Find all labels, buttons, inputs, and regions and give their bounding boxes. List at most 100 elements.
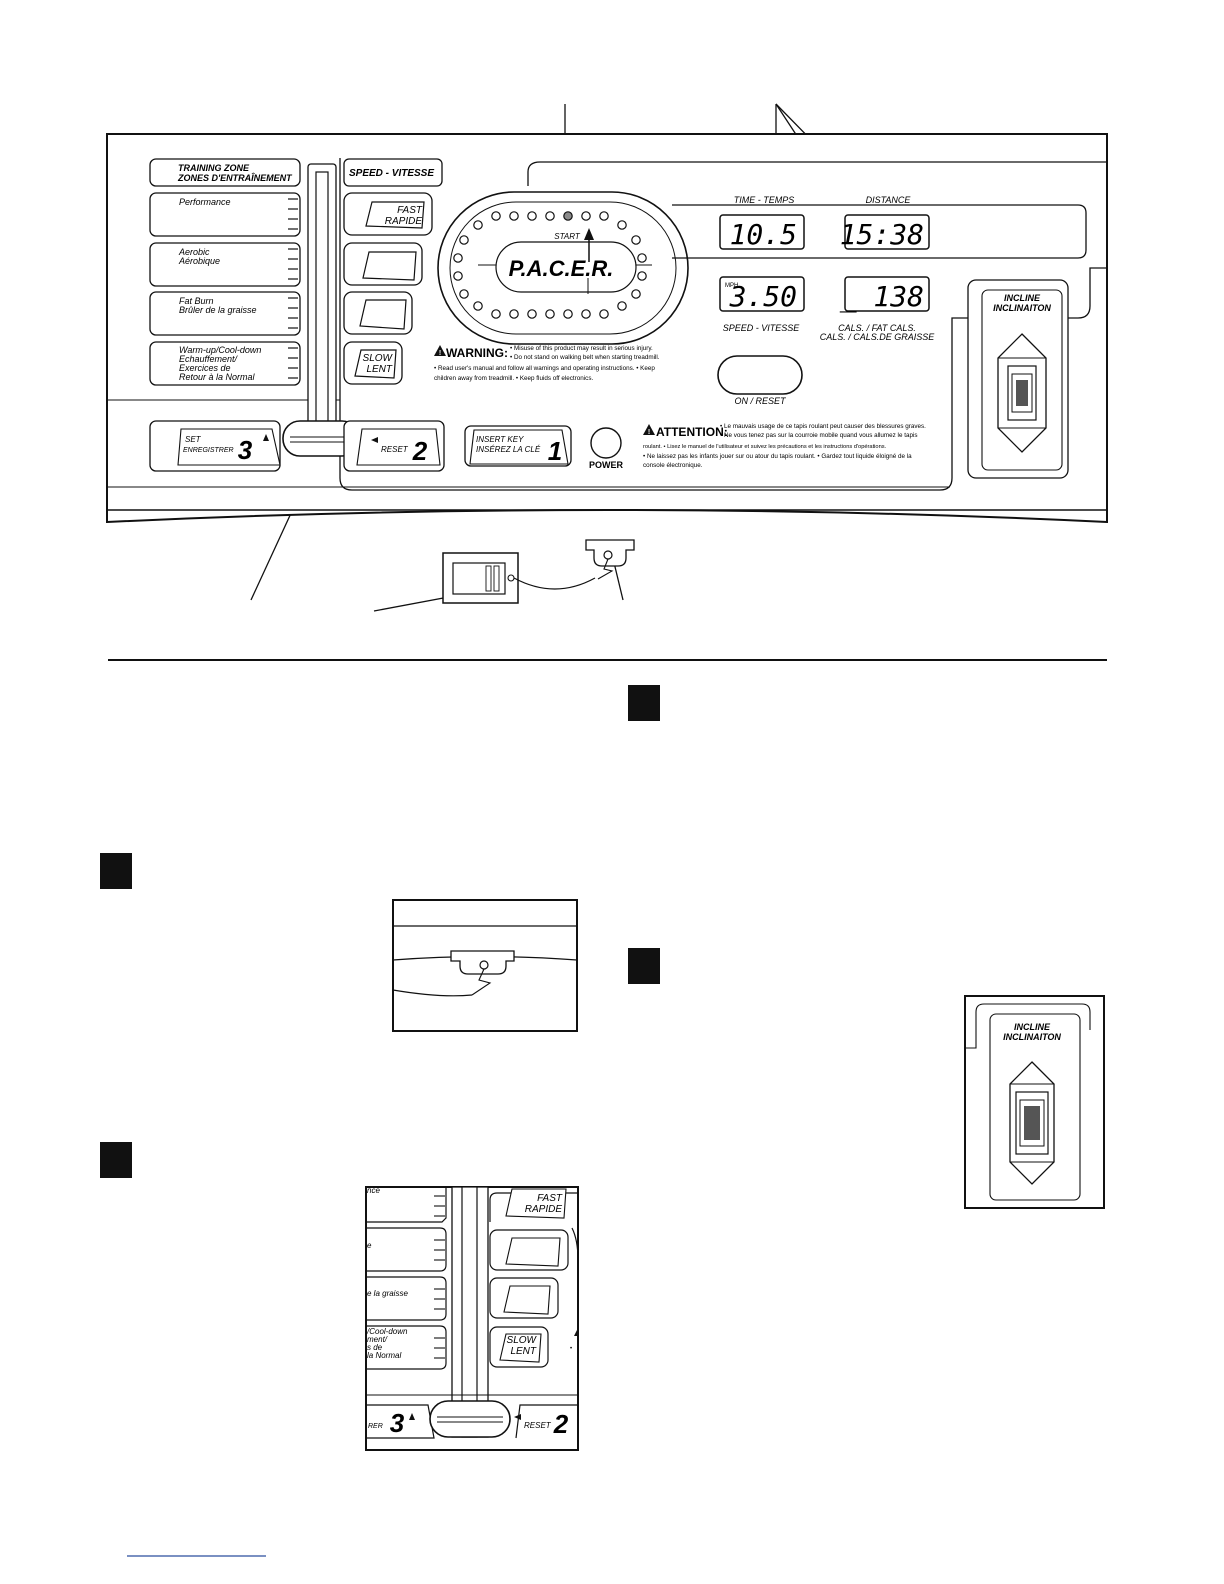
svg-text:3: 3 bbox=[238, 435, 253, 465]
svg-text:children away from treadmill.: children away from treadmill. • Keep flu… bbox=[434, 375, 593, 382]
pacer-lamp bbox=[545, 211, 555, 221]
svg-text:LENT: LENT bbox=[366, 364, 392, 375]
svg-text:1: 1 bbox=[548, 436, 562, 466]
pacer-lamps bbox=[453, 211, 647, 319]
svg-text:ENREGISTRER: ENREGISTRER bbox=[183, 447, 234, 454]
svg-text:LENT: LENT bbox=[510, 1346, 536, 1357]
power-indicator: POWER bbox=[589, 427, 624, 470]
svg-text:INSÉREZ LA CLÉ: INSÉREZ LA CLÉ bbox=[476, 445, 541, 454]
speed-slow-button[interactable]: SLOW LENT bbox=[343, 341, 403, 385]
pacer-lamp bbox=[459, 235, 469, 245]
inset-slider-knob bbox=[429, 1400, 511, 1438]
svg-text:• Misuse of this product may r: • Misuse of this product may result in s… bbox=[510, 345, 653, 352]
svg-text:_ 138: _ 138 bbox=[840, 280, 924, 314]
pacer-lamp bbox=[617, 220, 627, 230]
time-display: 10.5 bbox=[719, 214, 805, 251]
pacer-lamp bbox=[545, 309, 555, 319]
pacer-lamp bbox=[563, 309, 573, 319]
attention-block: ! ATTENTION: • Le mauvais usage de ce ta… bbox=[643, 423, 926, 469]
pacer-lamp bbox=[599, 211, 609, 221]
svg-text:• Le mauvais usage de ce tapis: • Le mauvais usage de ce tapis roulant p… bbox=[720, 423, 926, 430]
pacer-lamp bbox=[527, 309, 537, 319]
distance-display: 15:38 bbox=[840, 214, 930, 251]
safety-key bbox=[442, 552, 596, 604]
pacer-lamp bbox=[473, 301, 483, 311]
svg-text:Brûler de la graisse: Brûler de la graisse bbox=[179, 305, 257, 315]
svg-text:s de: s de bbox=[367, 1343, 383, 1352]
svg-text:3.50: 3.50 bbox=[729, 280, 797, 313]
svg-text:Aerobic: Aerobic bbox=[178, 247, 210, 257]
set-button[interactable]: SET ENREGISTRER 3 bbox=[149, 420, 281, 472]
svg-text:!: ! bbox=[439, 350, 441, 357]
pacer-lamp bbox=[527, 211, 537, 221]
step-marker bbox=[100, 853, 132, 889]
svg-text:INSERT KEY: INSERT KEY bbox=[476, 435, 524, 444]
pacer-lamp bbox=[453, 271, 463, 281]
pacer-lamp bbox=[617, 301, 627, 311]
svg-text:ON / RESET: ON / RESET bbox=[734, 396, 787, 406]
zone-fat-burn: Fat Burn Brûler de la graisse bbox=[149, 291, 301, 336]
inset-key-clip bbox=[392, 899, 578, 1032]
svg-text:Echauffement/: Echauffement/ bbox=[179, 354, 239, 364]
insert-key-button[interactable]: INSERT KEY INSÉREZ LA CLÉ 1 bbox=[464, 425, 572, 467]
svg-text:2: 2 bbox=[412, 436, 428, 466]
zone-warm-up: Warm-up/Cool-down Echauffement/ Exercice… bbox=[149, 341, 301, 386]
step-marker bbox=[628, 685, 660, 721]
svg-text:!: ! bbox=[648, 429, 650, 436]
speed-slider[interactable] bbox=[282, 163, 360, 457]
svg-text:SET: SET bbox=[185, 435, 202, 444]
svg-text:POWER: POWER bbox=[589, 460, 624, 470]
svg-text:FAST: FAST bbox=[397, 205, 423, 216]
pacer-lamp bbox=[581, 309, 591, 319]
svg-text:INCLINE: INCLINE bbox=[1004, 293, 1041, 303]
svg-text:RESET: RESET bbox=[524, 1421, 552, 1430]
svg-text:15:38: 15:38 bbox=[840, 218, 924, 251]
speed-button-2[interactable] bbox=[343, 242, 423, 286]
pacer-lamp-lit bbox=[563, 211, 573, 221]
step-marker bbox=[628, 948, 660, 984]
inset-speed-controls: nce e e la graisse /Cool-down ment/ s de… bbox=[365, 1186, 579, 1451]
reset-button[interactable]: RESET 2 bbox=[343, 420, 445, 472]
attention-title: ATTENTION: bbox=[656, 425, 728, 439]
pacer-lamp bbox=[453, 253, 463, 263]
svg-text:•: • bbox=[570, 1346, 572, 1352]
distance-label: DISTANCE bbox=[866, 195, 912, 205]
speed-display-label: SPEED - VITESSE bbox=[723, 323, 801, 333]
inset-incline: INCLINE INCLINAITON bbox=[964, 995, 1105, 1209]
svg-text:RAPIDE: RAPIDE bbox=[385, 216, 423, 227]
svg-text:nce: nce bbox=[367, 1186, 380, 1195]
cals-label-fr: CALS. / CALS.DE GRAISSE bbox=[820, 332, 936, 342]
step-marker bbox=[100, 1142, 132, 1178]
pacer-track: P.A.C.E.R. START bbox=[437, 191, 689, 345]
svg-text:console électronique.: console électronique. bbox=[643, 462, 703, 469]
pacer-lamp bbox=[491, 211, 501, 221]
svg-text:Performance: Performance bbox=[179, 197, 231, 207]
svg-text:INCLINAITON: INCLINAITON bbox=[1003, 1032, 1061, 1042]
svg-text:RESET: RESET bbox=[381, 445, 409, 454]
speed-fast-button[interactable]: FAST RAPIDE bbox=[343, 192, 433, 236]
left-arrow-icon bbox=[371, 437, 378, 443]
speed-button-3[interactable] bbox=[343, 291, 413, 335]
safety-clip bbox=[585, 539, 635, 580]
zone-aerobic: Aerobic Aérobique bbox=[149, 242, 301, 287]
svg-text:roulant. • Lisez le manuel de: roulant. • Lisez le manuel de l'utilisat… bbox=[643, 444, 887, 450]
svg-text:/Cool-down: /Cool-down bbox=[366, 1327, 408, 1336]
svg-text:MPH: MPH bbox=[725, 283, 738, 289]
pacer-lamp bbox=[509, 309, 519, 319]
speed-display: MPH 3.50 bbox=[719, 276, 805, 313]
svg-text:• Ne vous tenez pas sur la cou: • Ne vous tenez pas sur la courroie mobi… bbox=[720, 432, 918, 439]
svg-text:3: 3 bbox=[390, 1408, 405, 1438]
svg-text:RER: RER bbox=[368, 1423, 383, 1430]
svg-text:INCLINE: INCLINE bbox=[1014, 1022, 1051, 1032]
svg-text:e: e bbox=[367, 1241, 372, 1250]
speed-title: SPEED - VITESSE bbox=[349, 168, 434, 179]
svg-text:• Read user's manual and follo: • Read user's manual and follow all warn… bbox=[434, 365, 655, 372]
time-label: TIME - TEMPS bbox=[734, 195, 795, 205]
svg-text:• Do not stand on walking belt: • Do not stand on walking belt when star… bbox=[510, 354, 660, 361]
pacer-lamp bbox=[631, 289, 641, 299]
on-reset-button[interactable]: ON / RESET bbox=[717, 355, 803, 406]
incline-rocker-switch[interactable] bbox=[997, 333, 1047, 453]
pacer-logo: P.A.C.E.R. bbox=[509, 256, 614, 281]
svg-text:FAST: FAST bbox=[537, 1193, 563, 1204]
